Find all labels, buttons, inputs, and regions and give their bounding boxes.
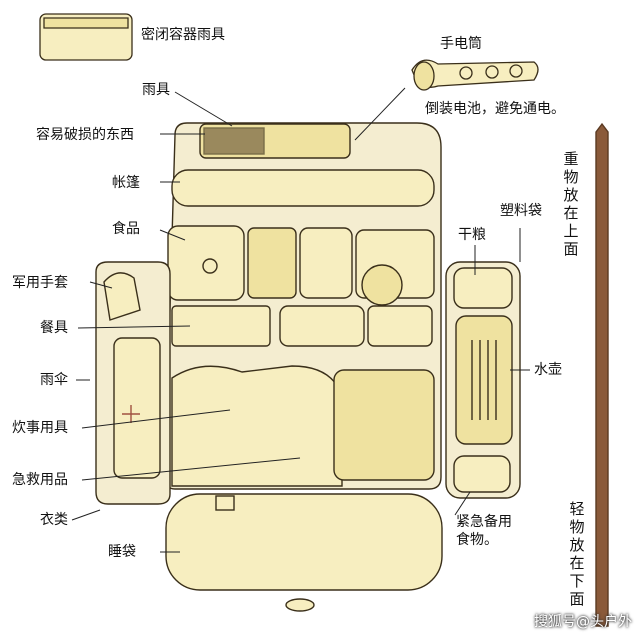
label-cookware: 炊事用具 — [12, 420, 68, 436]
label-dry-food: 干粮 — [458, 227, 486, 243]
watermark: 搜狐号@头户外 — [534, 614, 632, 630]
label-light-bottom: 轻物放在下面 — [569, 500, 585, 608]
label-emergency-food-line1: 紧急备用 — [456, 514, 512, 530]
main-pack-illustration — [164, 122, 443, 612]
label-rain-gear: 雨具 — [142, 82, 170, 98]
label-plastic-bag: 塑料袋 — [500, 203, 542, 219]
label-sealed-container: 密闭容器雨具 — [141, 27, 225, 43]
label-fragile: 容易破损的东西 — [36, 127, 134, 143]
sealed-container-illustration — [39, 13, 133, 61]
label-heavy-top: 重物放在上面 — [563, 150, 579, 258]
label-flashlight: 手电筒 — [440, 36, 482, 52]
label-sleeping-bag: 睡袋 — [108, 544, 136, 560]
left-side-pocket-illustration — [95, 261, 171, 505]
label-tableware: 餐具 — [40, 320, 68, 336]
label-first-aid: 急救用品 — [12, 472, 68, 488]
pointer-lines — [71, 87, 530, 553]
label-emergency-food-line2: 食物。 — [456, 532, 498, 548]
label-kettle: 水壶 — [534, 362, 562, 378]
label-tent: 帐篷 — [112, 175, 140, 191]
weight-pole-illustration — [595, 122, 609, 627]
label-clothes: 衣类 — [40, 512, 68, 528]
label-gloves: 军用手套 — [12, 275, 68, 291]
flashlight-illustration — [411, 59, 539, 91]
right-side-pocket-illustration — [445, 261, 521, 499]
label-umbrella: 雨伞 — [40, 372, 68, 388]
label-flashlight-note: 倒装电池，避免通电。 — [425, 101, 565, 117]
label-food: 食品 — [112, 221, 140, 237]
